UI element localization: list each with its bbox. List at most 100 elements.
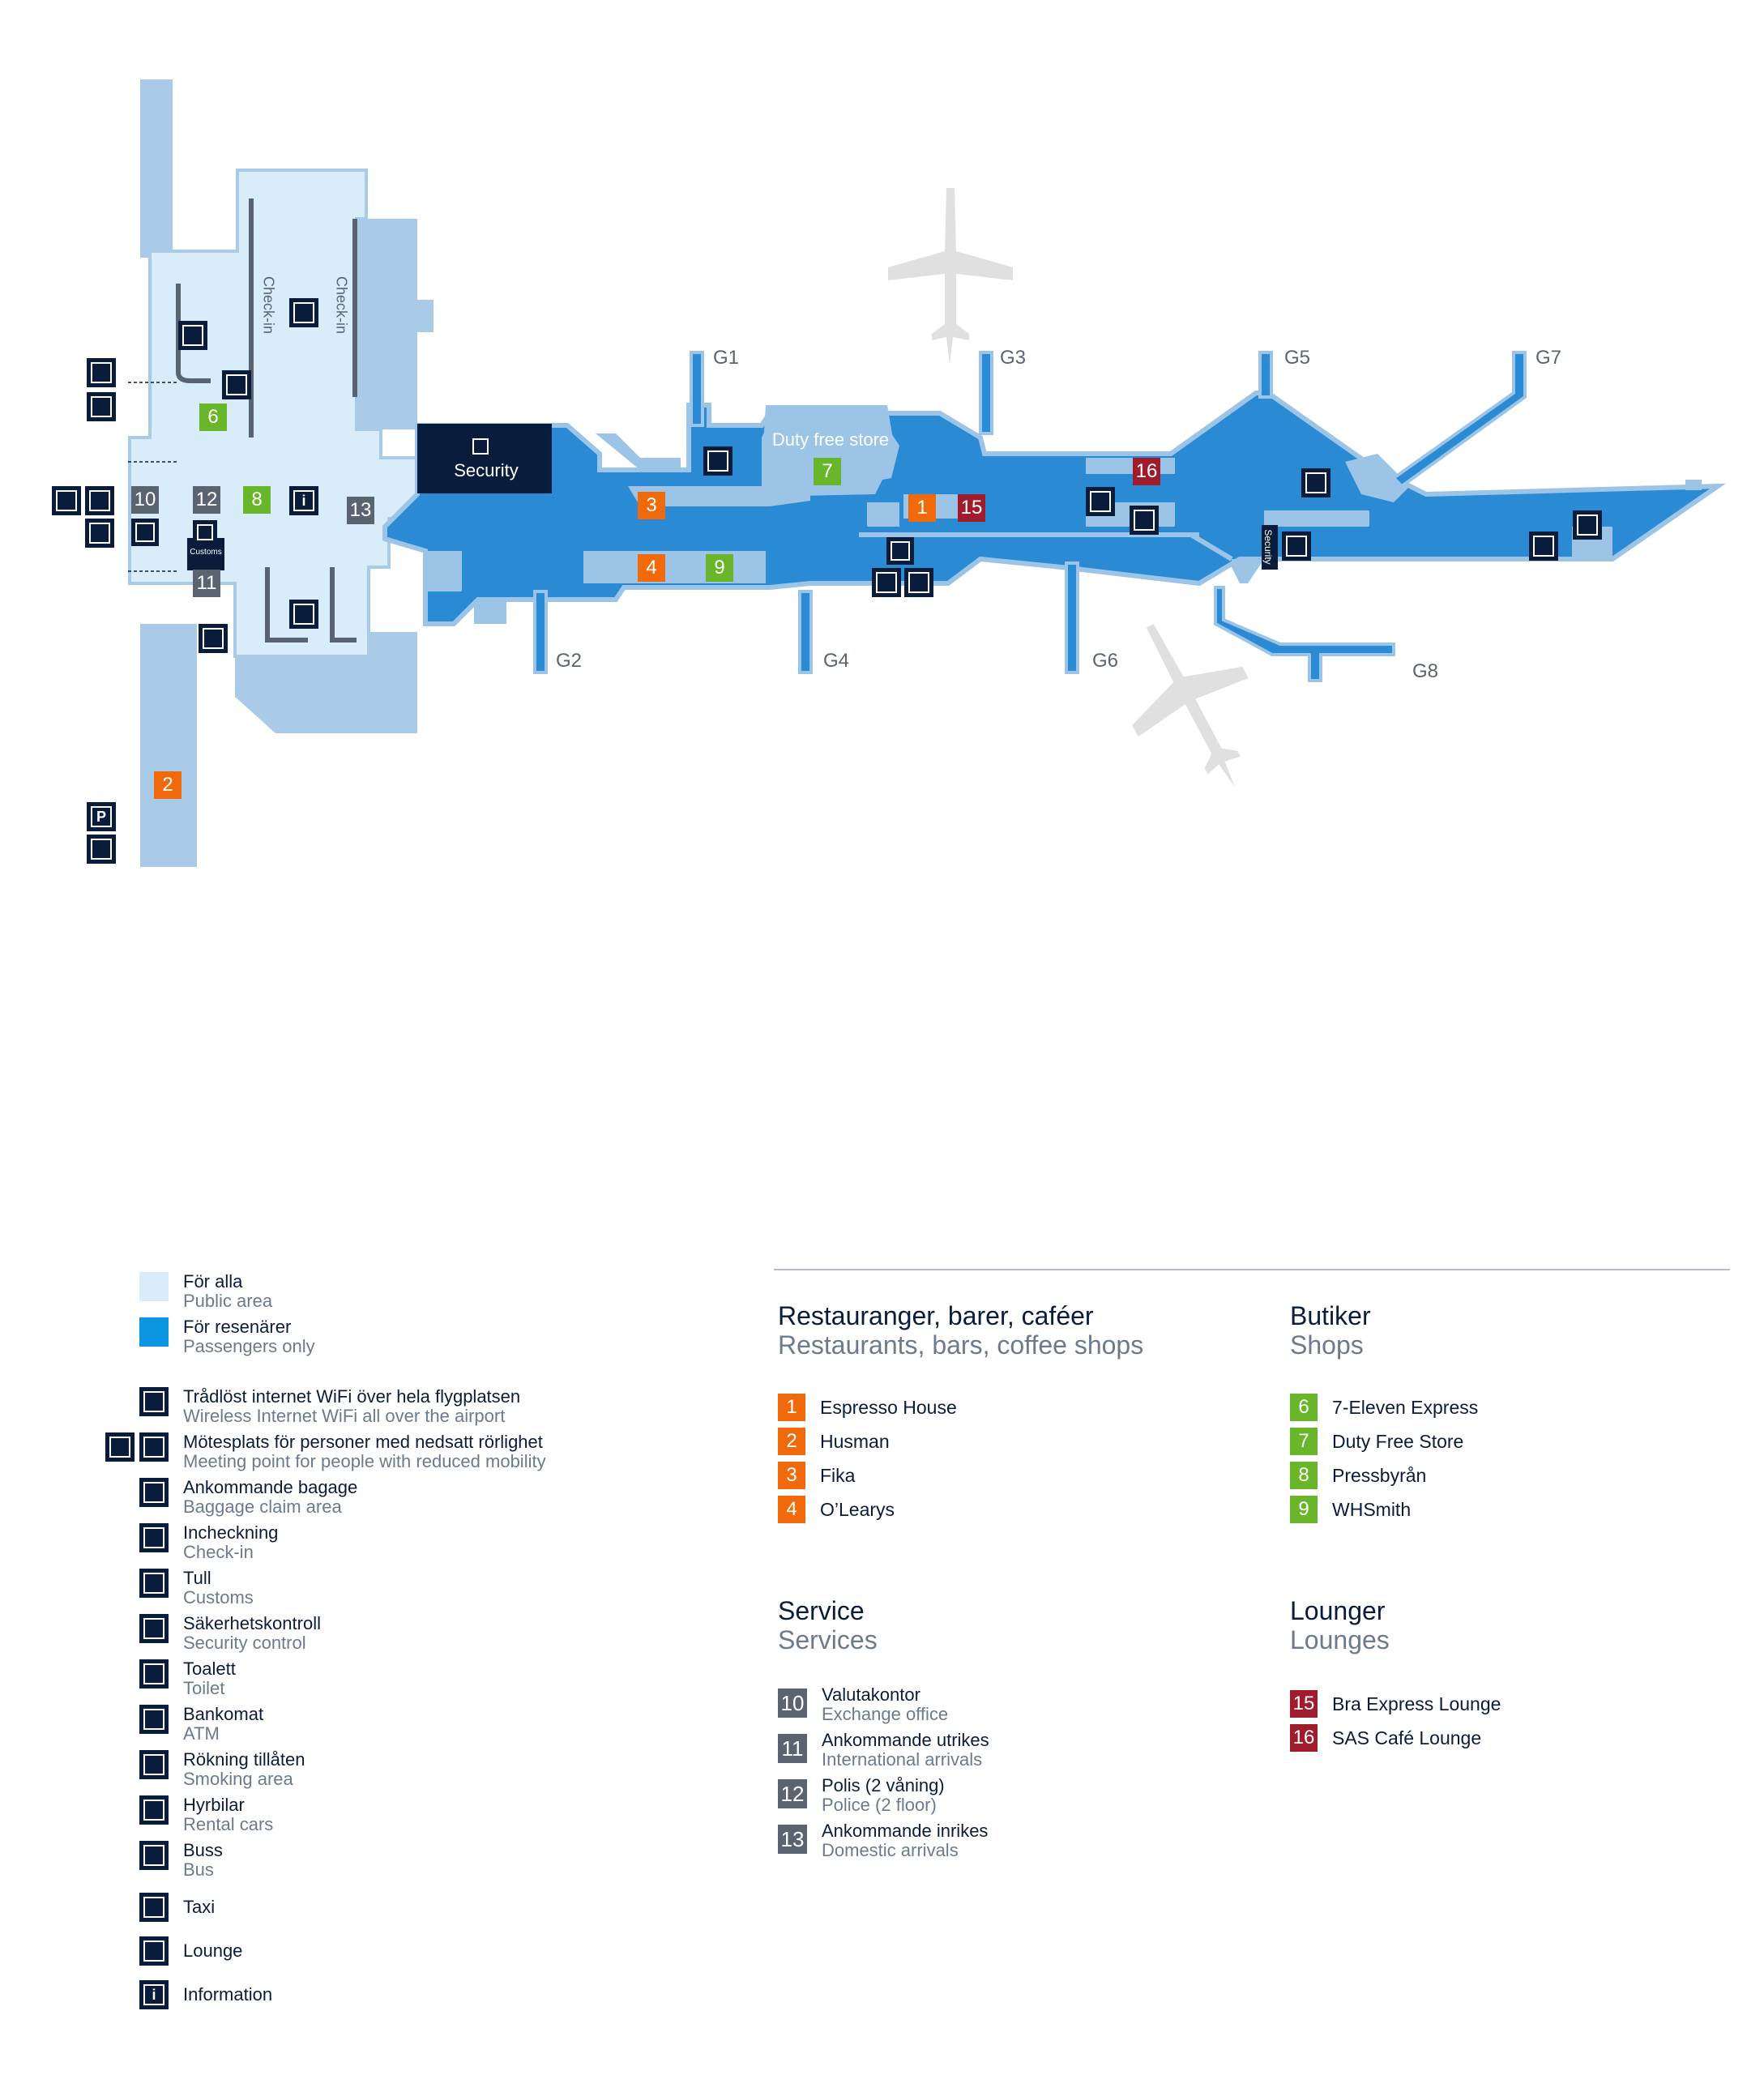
services-title: Service [778, 1596, 865, 1625]
marker-shop-8[interactable]: 8 [243, 486, 271, 514]
lounge-name: Bra Express Lounge [1332, 1693, 1501, 1714]
service-number: 12 [778, 1779, 807, 1808]
service-en: International arrivals [822, 1749, 983, 1770]
marker-shop-9[interactable]: 9 [706, 554, 733, 582]
service-en: Exchange office [822, 1704, 949, 1724]
gate-g2: G2 [556, 650, 583, 672]
smoking-en: Smoking area [183, 1769, 293, 1789]
security-icon [468, 434, 493, 459]
atm-icon[interactable] [131, 519, 159, 546]
marker-restaurant-3[interactable]: 3 [638, 492, 665, 519]
marker-service-13[interactable]: 13 [347, 497, 374, 524]
marker-shop-6[interactable]: 6 [199, 403, 227, 431]
aircraft-bottom [1132, 624, 1249, 788]
checkin-sv: Incheckning [183, 1522, 279, 1543]
smoking-icon[interactable] [85, 519, 114, 548]
baggage-icon[interactable] [289, 600, 318, 629]
parking-icon[interactable]: P [87, 802, 116, 831]
smoking-icon[interactable] [1529, 532, 1558, 561]
toilet-icon[interactable] [1301, 468, 1330, 497]
smoking-sv: Rökning tillåten [183, 1749, 305, 1770]
lounge-number: 16 [1290, 1724, 1318, 1752]
terminal-map [128, 79, 1727, 867]
meeting-point-icon[interactable] [85, 486, 114, 515]
smoking-icon[interactable] [904, 568, 933, 597]
toilet-icon [139, 1659, 169, 1689]
public-area-swatch [139, 1272, 169, 1301]
shop-name: Duty Free Store [1332, 1430, 1464, 1452]
checkin-label-right: Check-in [333, 275, 350, 335]
information-icon[interactable]: i [289, 486, 318, 515]
checkin-icon[interactable] [289, 298, 318, 327]
restaurants-subtitle: Restaurants, bars, coffee shops [778, 1330, 1144, 1360]
toilet-icon[interactable] [1086, 487, 1115, 516]
marker-service-10[interactable]: 10 [131, 486, 159, 514]
atm-sv: Bankomat [183, 1704, 264, 1724]
toilet-icon[interactable] [703, 446, 733, 476]
wifi-sv: Trådlöst internet WiFi över hela flygpla… [183, 1386, 521, 1407]
restaurant-name: Espresso House [820, 1396, 957, 1418]
lounges-subtitle: Lounges [1290, 1625, 1390, 1654]
atm-icon[interactable] [886, 537, 914, 565]
customs-icon [139, 1569, 169, 1598]
wifi-icon [139, 1387, 169, 1416]
marker-lounge-15[interactable]: 15 [958, 494, 985, 522]
toilet-icon[interactable] [1130, 506, 1159, 535]
rental-car-icon[interactable] [87, 835, 116, 864]
marker-restaurant-1[interactable]: 1 [908, 494, 936, 522]
marker-lounge-16[interactable]: 16 [1133, 458, 1160, 485]
taxi-icon[interactable] [87, 392, 116, 421]
checkin-en: Check-in [183, 1542, 254, 1562]
toilet-icon[interactable] [1573, 510, 1602, 540]
accessibility-en: Meeting point for people with reduced mo… [183, 1451, 546, 1471]
marker-service-12[interactable]: 12 [193, 486, 220, 514]
baggage-en: Baggage claim area [183, 1496, 342, 1517]
baggage-icon[interactable] [178, 321, 207, 350]
shop-name: WHSmith [1332, 1498, 1412, 1520]
security-small-block [1262, 525, 1278, 570]
marker-restaurant-4[interactable]: 4 [638, 554, 665, 582]
toilet-icon[interactable] [199, 624, 228, 653]
marker-shop-7[interactable]: 7 [814, 458, 841, 485]
shops-title: Butiker [1290, 1301, 1371, 1330]
marker-restaurant-2[interactable]: 2 [154, 771, 182, 799]
service-sv: Valutakontor [822, 1684, 920, 1705]
legend-divider [774, 1269, 1730, 1270]
security-icon[interactable] [1282, 532, 1311, 561]
bus-icon[interactable] [87, 358, 116, 387]
marker-service-11[interactable]: 11 [193, 570, 220, 597]
accessibility-icon[interactable] [52, 486, 81, 515]
restaurants-title: Restauranger, barer, caféer [778, 1301, 1094, 1330]
shop-number: 6 [1290, 1394, 1318, 1421]
service-sv: Ankommande inrikes [822, 1821, 989, 1841]
toilet-icon[interactable] [872, 568, 901, 597]
service-en: Police (2 floor) [822, 1795, 937, 1815]
toilet-icon[interactable] [222, 370, 251, 399]
gate-g6: G6 [1092, 650, 1119, 672]
duty-free-area [762, 405, 895, 496]
gate-g3: G3 [1000, 347, 1027, 369]
gate-g4: G4 [823, 650, 850, 672]
atm-en: ATM [183, 1723, 220, 1744]
customs-icon[interactable] [193, 520, 217, 544]
information-sv: Information [183, 1984, 273, 2004]
